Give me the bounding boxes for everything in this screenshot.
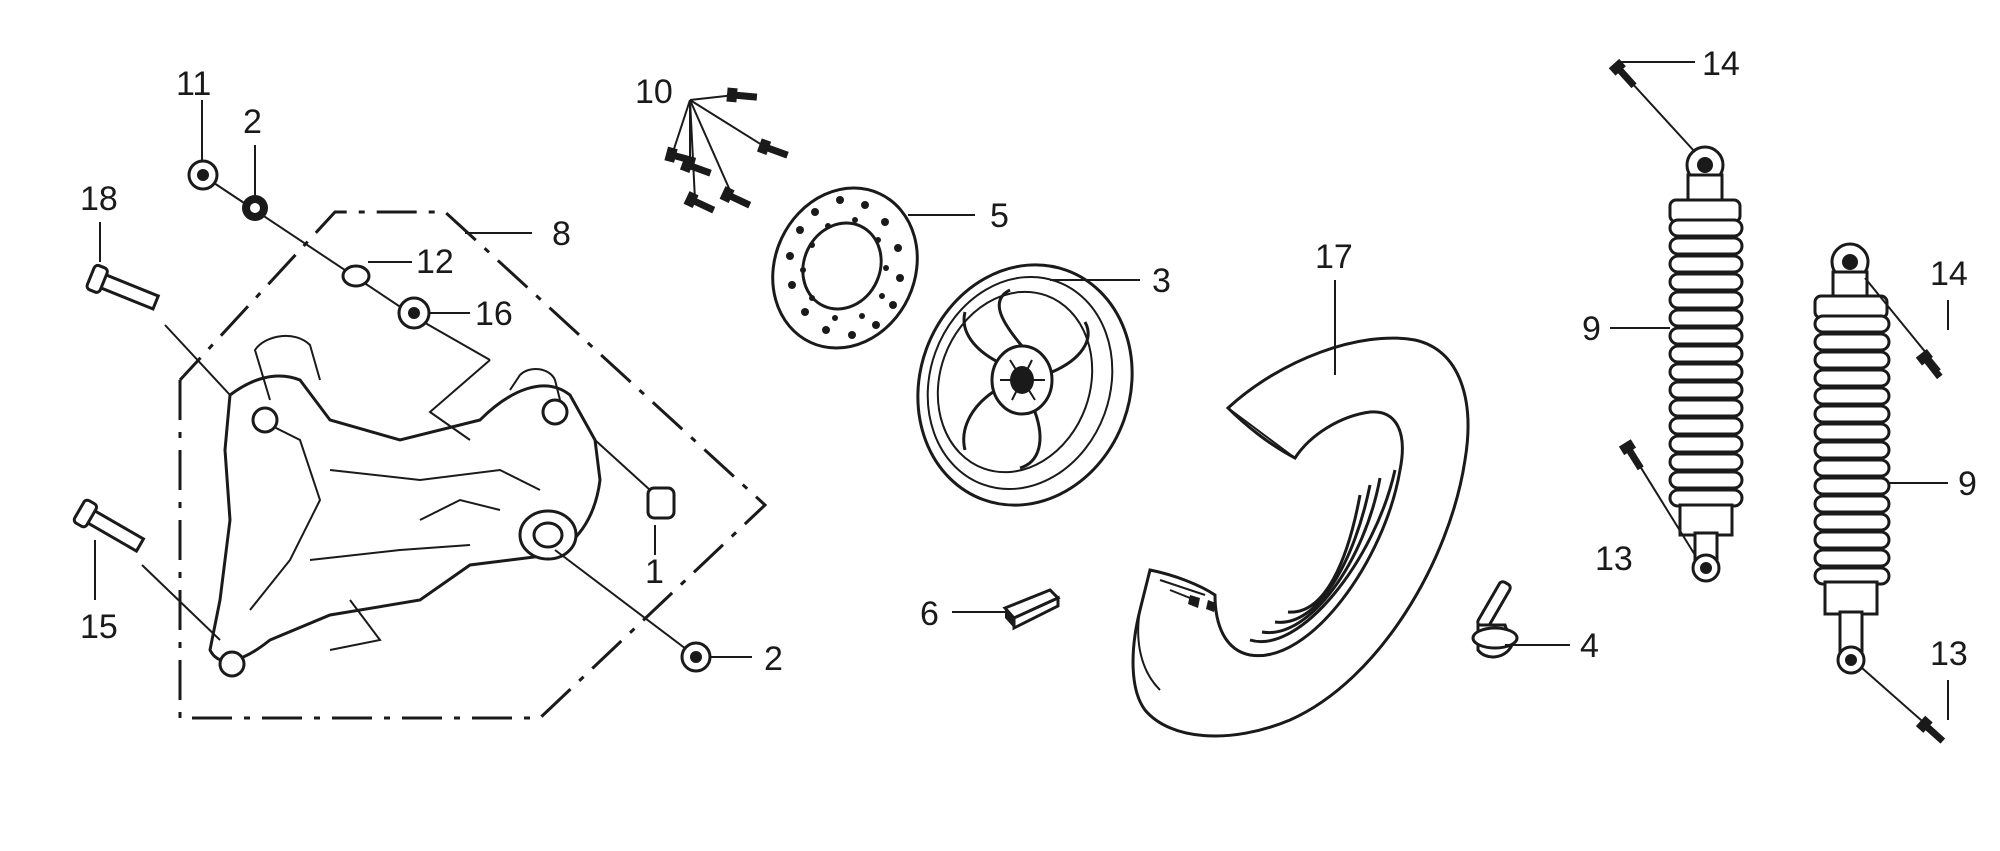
balance-weight-icon: [1002, 588, 1061, 631]
shock-absorber-icon: [1668, 145, 1744, 583]
assembly-outline: [178, 210, 768, 720]
bolt-icon: [71, 497, 148, 558]
disc-bolts-group: [664, 88, 790, 217]
callout-labels: 11 2 18 8 12 16 1 15 2 10 5 3 6 17 4 14 …: [80, 45, 1977, 678]
callout-5: 5: [990, 197, 1009, 235]
callout-8: 8: [552, 215, 571, 253]
callout-9: 9: [1958, 465, 1977, 503]
callout-17: 17: [1315, 238, 1353, 276]
bolt-icon: [757, 138, 790, 161]
nut-icon: [242, 195, 268, 221]
callout-11: 11: [176, 65, 211, 103]
callout-15: 15: [80, 608, 118, 646]
nut-icon: [397, 296, 431, 330]
callout-14: 14: [1702, 45, 1740, 83]
leader-lines: [94, 61, 1949, 720]
wheel-rim-icon: [916, 263, 1134, 507]
callout-3: 3: [1152, 262, 1171, 300]
callout-14: 14: [1930, 255, 1968, 293]
bolt-icon: [684, 191, 717, 216]
nut-icon: [187, 159, 219, 191]
bolt-icon: [84, 262, 163, 317]
callout-4: 4: [1580, 627, 1599, 665]
o-ring-icon: [341, 264, 371, 288]
nut-icon: [680, 641, 712, 673]
callout-10: 10: [635, 73, 673, 111]
tire-icon: [1131, 336, 1470, 738]
swingarm-group: [71, 159, 768, 720]
callout-18: 18: [80, 180, 118, 218]
callout-2: 2: [243, 103, 262, 141]
brake-disc-icon: [771, 186, 919, 350]
callout-9: 9: [1582, 310, 1601, 348]
callout-1: 1: [645, 553, 664, 591]
bolt-icon: [680, 156, 713, 179]
bolt-icon: [726, 88, 757, 105]
collar-icon: [646, 486, 676, 520]
shock-absorber-icon: [1813, 242, 1891, 675]
callout-16: 16: [475, 295, 513, 333]
callout-13: 13: [1595, 540, 1633, 578]
bolt-icon: [1619, 439, 1647, 472]
swingarm-icon: [208, 334, 602, 678]
callout-2: 2: [764, 640, 783, 678]
callout-13: 13: [1930, 635, 1968, 673]
bolt-icon: [1916, 349, 1946, 381]
bolt-icon: [720, 186, 753, 211]
valve-icon: [1471, 580, 1519, 659]
callout-6: 6: [920, 595, 939, 633]
callout-12: 12: [416, 243, 454, 281]
